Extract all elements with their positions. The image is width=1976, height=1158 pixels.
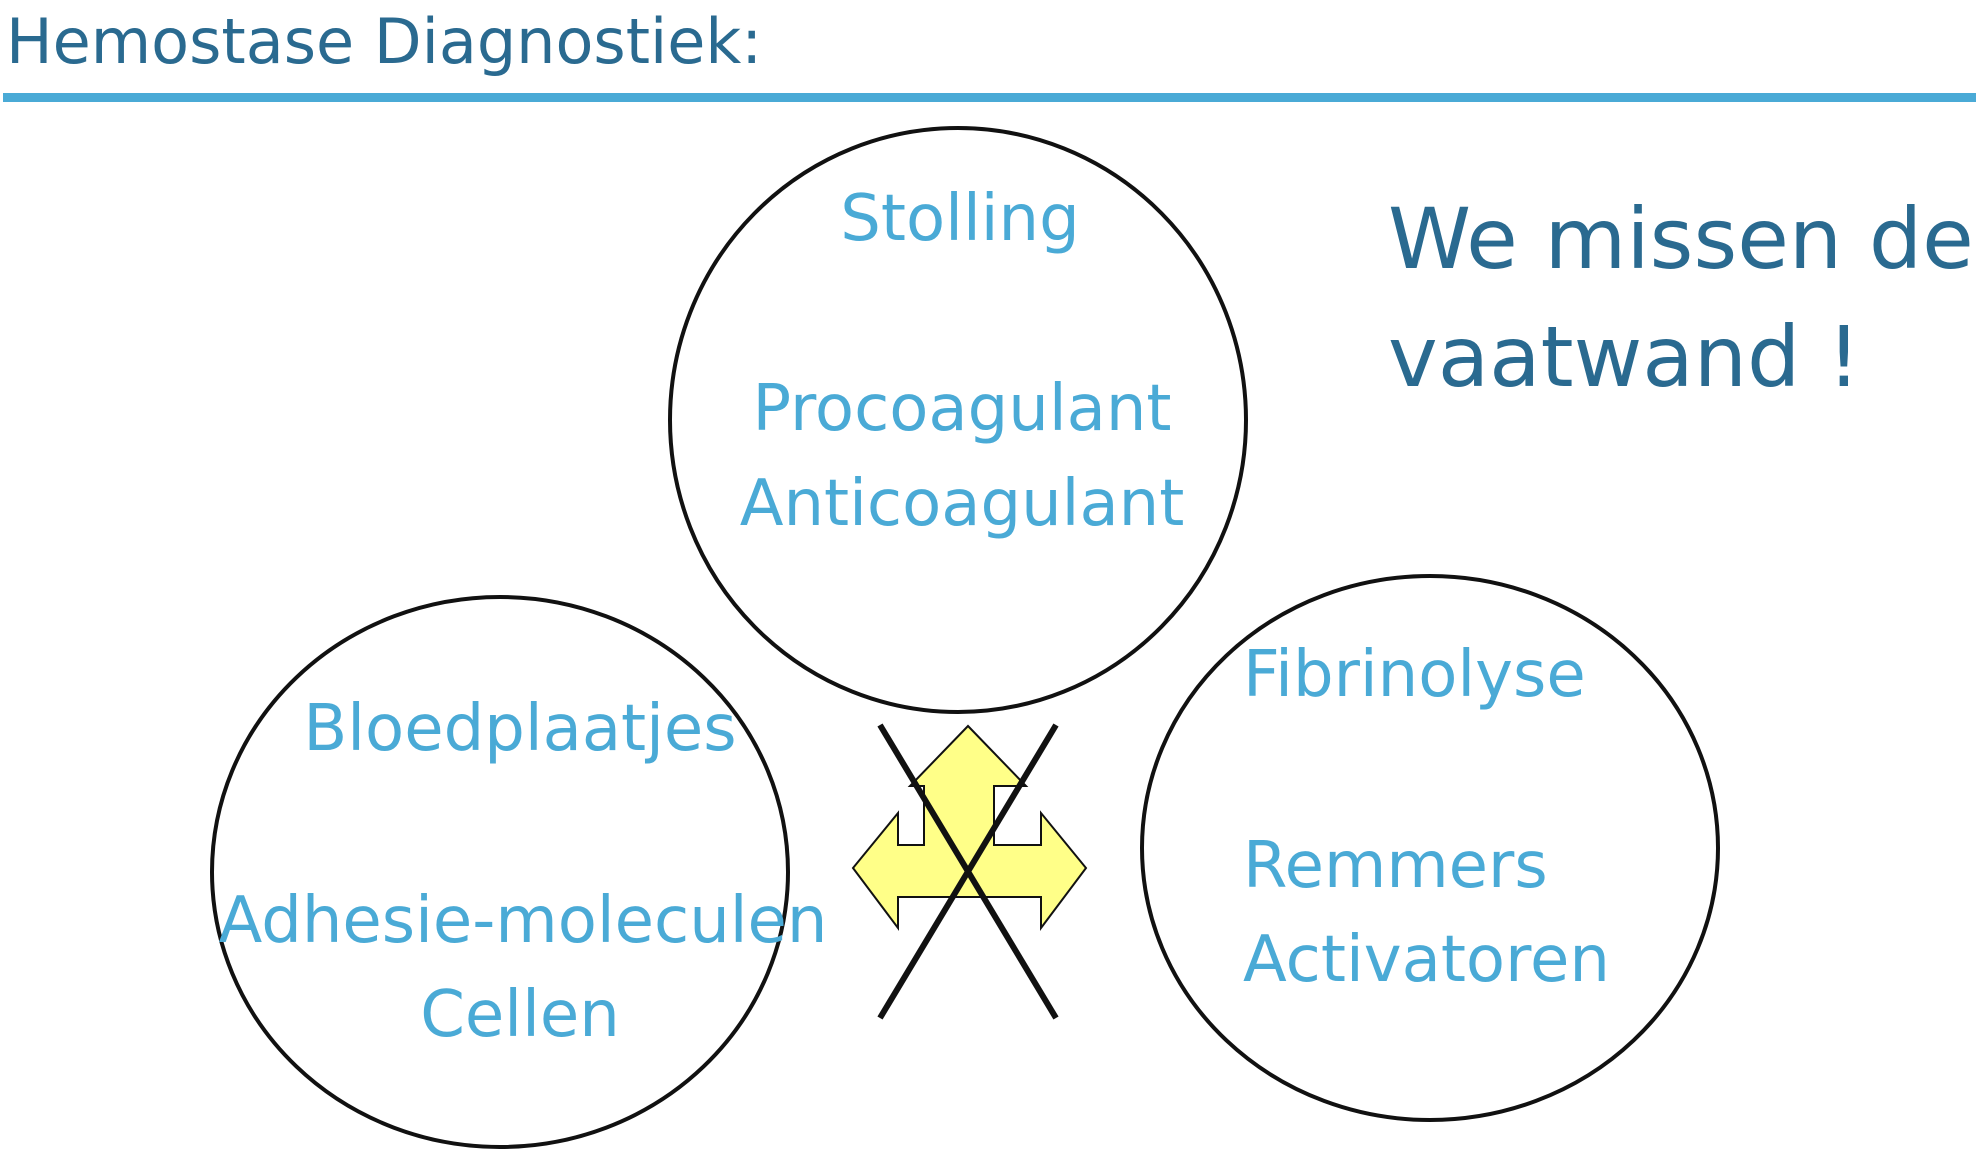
bloedplaatjes-circle (210, 595, 790, 1149)
stolling-circle (668, 126, 1248, 714)
bloedplaatjes-cellen: Cellen (420, 978, 620, 1052)
fibrinolyse-remmers: Remmers (1243, 829, 1548, 903)
fibrinolyse-circle (1140, 574, 1720, 1122)
three-way-arrow-icon (851, 724, 1088, 931)
fibrinolyse-activatoren: Activatoren (1243, 923, 1610, 997)
note-line-1: We missen de (1388, 190, 1974, 288)
bloedplaatjes-adhesie-moleculen: Adhesie-moleculen (218, 884, 828, 958)
title-underline (3, 93, 1976, 102)
stolling-procoagulant: Procoagulant (752, 372, 1172, 446)
stolling-anticoagulant: Anticoagulant (739, 467, 1185, 541)
cross-out-icon (877, 723, 1059, 1020)
stolling-heading: Stolling (840, 182, 1080, 256)
bloedplaatjes-heading: Bloedplaatjes (303, 692, 737, 766)
missing-vessel-wall-note: We missen de vaatwand ! (1388, 180, 1974, 416)
fibrinolyse-heading: Fibrinolyse (1243, 638, 1586, 712)
note-line-2: vaatwand ! (1388, 308, 1861, 406)
page-title: Hemostase Diagnostiek: (6, 5, 763, 78)
